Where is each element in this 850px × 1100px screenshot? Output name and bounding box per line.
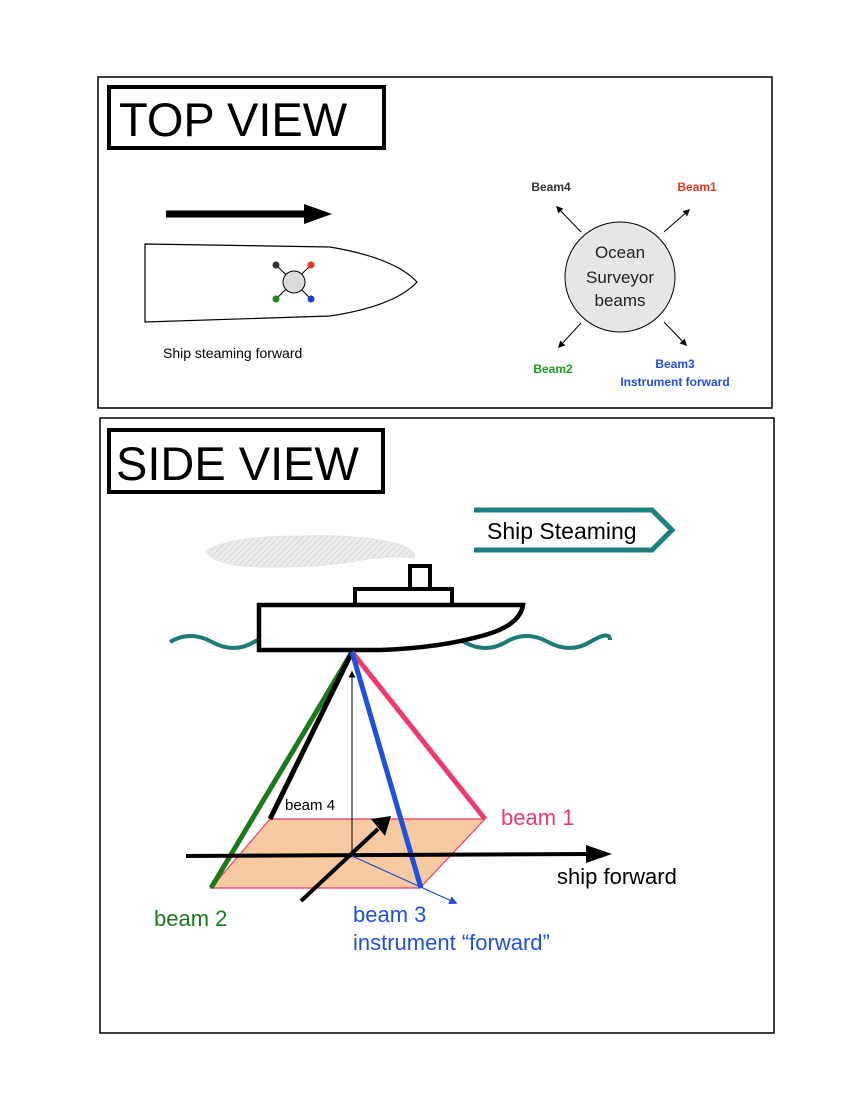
beam3-arrow [663,321,687,347]
top-view-title: TOP VIEW [119,93,348,146]
beam2-dot [272,295,280,303]
diagonal-axis-arrowhead [371,816,391,836]
beam3-dot [307,295,315,303]
beam3-label: Beam3 [655,357,695,371]
top-view-panel: TOP VIEW Ship steaming forward Ocean Sur… [97,76,773,409]
ship-hull-side [256,602,526,653]
transducer-top [272,261,315,303]
beam2-side-label: beam 2 [154,906,227,931]
beam4-label: Beam4 [531,180,571,194]
side-view-panel: SIDE VIEW Ship Steaming b [99,417,775,1034]
steaming-label: Ship Steaming [487,518,637,544]
beam1-dot [307,261,315,269]
ocean-surveyor-group: Ocean Surveyor beams Beam4 Beam1 Beam2 B… [531,180,729,389]
beam-circle [564,221,676,333]
beam1-side-label: beam 1 [501,805,574,830]
top-view-title-box [107,85,386,150]
side-view-frame [99,417,775,1034]
beam2-line [208,650,355,890]
side-view-title: SIDE VIEW [116,437,360,490]
beam1-line [350,650,487,821]
diagonal-axis [299,827,380,903]
ship-hull-top [144,243,418,323]
circle-label-line2: Surveyor [586,268,654,287]
ship-forward-axis [185,852,591,858]
top-view-frame [97,76,773,409]
ship-caption: Ship steaming forward [163,345,302,361]
beam4-dot [272,261,280,269]
beam3-side-label: beam 3 [353,902,426,927]
beam4-side-label: beam 4 [285,797,335,814]
heading-arrow-head [304,204,332,224]
ship-funnel [408,564,432,591]
beam2-label: Beam2 [533,362,573,376]
ship-forward-label: ship forward [557,864,677,889]
side-view-title-box [107,428,385,494]
circle-label-line1: Ocean [595,243,645,262]
beam3-side-sub-label: instrument “forward” [353,930,550,955]
smoke-cloud [205,535,416,568]
beam4-arrow [556,205,582,233]
transducer-head [282,270,306,294]
beam2-arrow [558,322,582,349]
beam3-line [349,651,424,889]
beam4-line [267,650,355,821]
ship-cabin [353,587,454,607]
beam3-sub-label: Instrument forward [620,375,729,389]
instrument-forward-arrow [351,855,458,905]
ship-side [256,564,526,653]
ship-forward-arrowhead [586,845,612,863]
steaming-arrow-outline [474,507,676,553]
beam1-label: Beam1 [677,180,717,194]
circle-label-line3: beams [594,291,645,310]
beam1-arrow [663,209,691,233]
